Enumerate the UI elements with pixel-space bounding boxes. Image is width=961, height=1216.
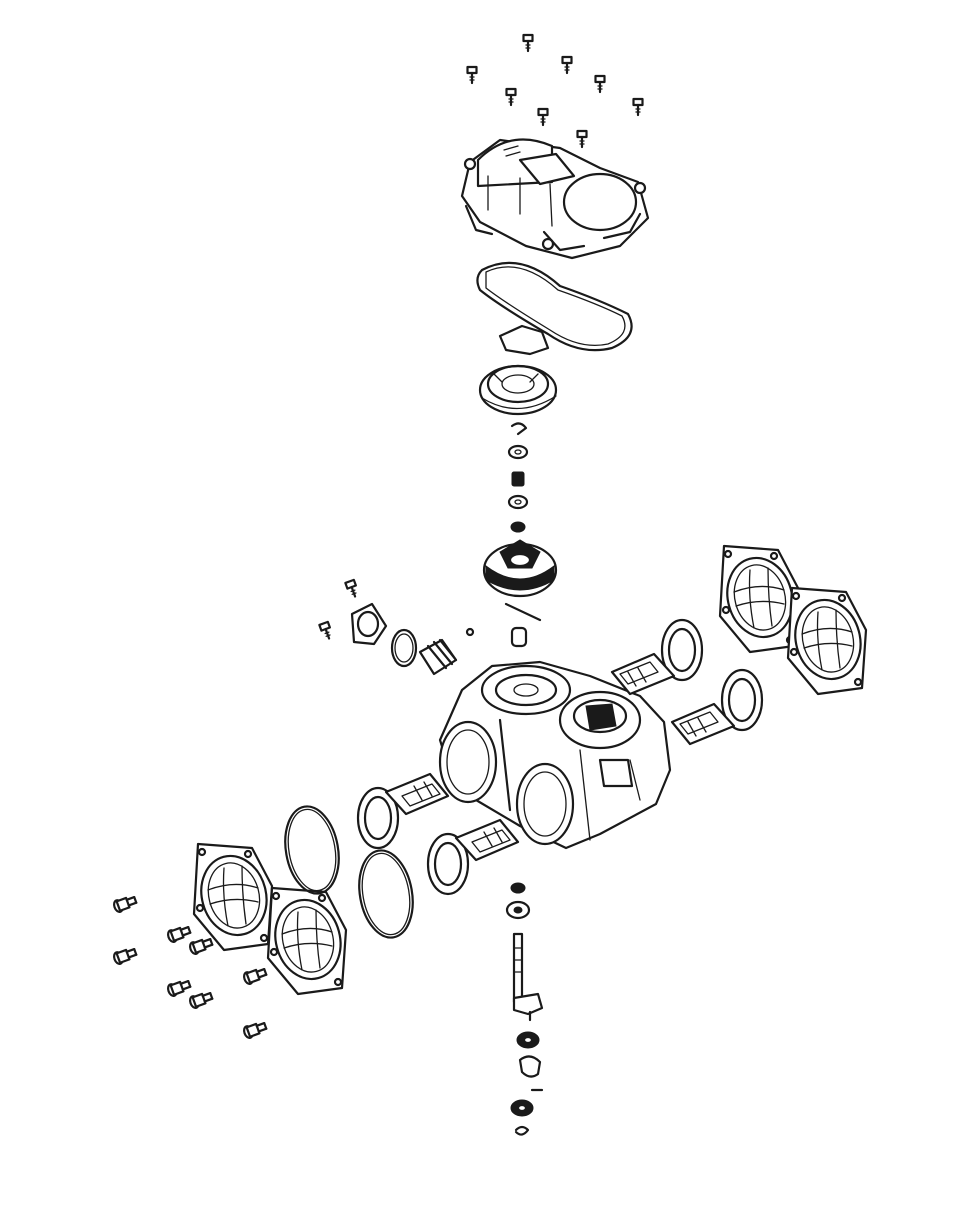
cam-gear: [482, 539, 558, 598]
side-port-assembly: [318, 578, 528, 676]
valve-cover: [460, 138, 650, 260]
cover-screws: [466, 33, 644, 149]
o-rings: [284, 805, 414, 939]
left-end-caps: [191, 842, 351, 996]
drive-ring: [478, 364, 558, 416]
bottom-shaft-stack: [505, 882, 544, 1136]
cover-gasket: [476, 261, 633, 352]
main-valve-body: [438, 660, 672, 850]
small-gasket: [498, 324, 550, 356]
stack-washers-and-spring: [507, 422, 529, 533]
drive-pin: [504, 602, 542, 622]
